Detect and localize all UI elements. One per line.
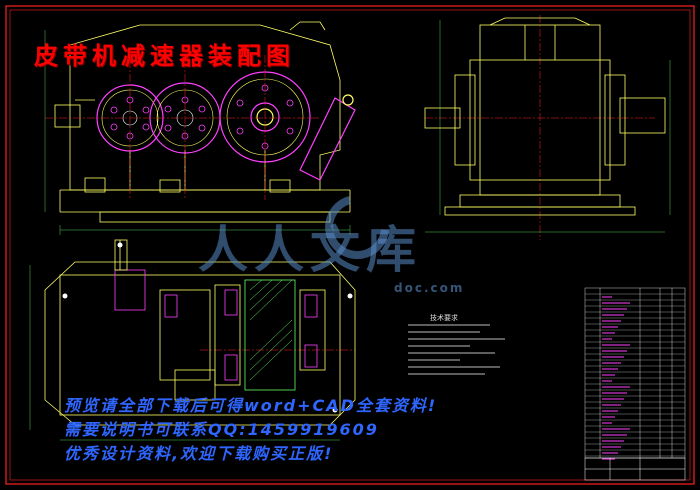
title-block	[584, 457, 686, 481]
drawing-border	[5, 5, 695, 485]
drawing-inner-border	[9, 9, 691, 481]
side-view-dimensions	[425, 20, 671, 233]
parts-list-rows	[585, 293, 685, 460]
plan-view	[44, 239, 356, 426]
watermark-text: 人人文库	[198, 220, 422, 279]
bolt-holes	[110, 84, 294, 150]
plan-view-dimensions	[29, 265, 340, 441]
plan-view-holes	[62, 242, 353, 413]
promo-line-1: 预览请全部下载后可得word+CAD全套资料!	[64, 396, 438, 415]
oil-dipstick	[299, 94, 356, 181]
plan-view-bearings	[164, 289, 318, 381]
front-view-dimensions	[44, 30, 351, 235]
plan-view-hatching	[249, 279, 293, 381]
watermark-url: doc.com	[394, 281, 465, 295]
side-view	[424, 17, 666, 216]
parts-list	[584, 287, 686, 459]
watermark-logo	[325, 196, 389, 260]
drawing-title: 皮带机减速器装配图	[34, 41, 295, 70]
front-view-gears	[96, 71, 311, 163]
promo-line-3: 优秀设计资料,欢迎下载购买正版!	[64, 444, 334, 463]
center-lines	[45, 15, 655, 351]
technical-notes-title: 技术要求	[430, 314, 458, 322]
technical-notes	[408, 324, 505, 375]
promo-line-2: 需要说明书可联系QQ:1459919609	[64, 420, 379, 439]
